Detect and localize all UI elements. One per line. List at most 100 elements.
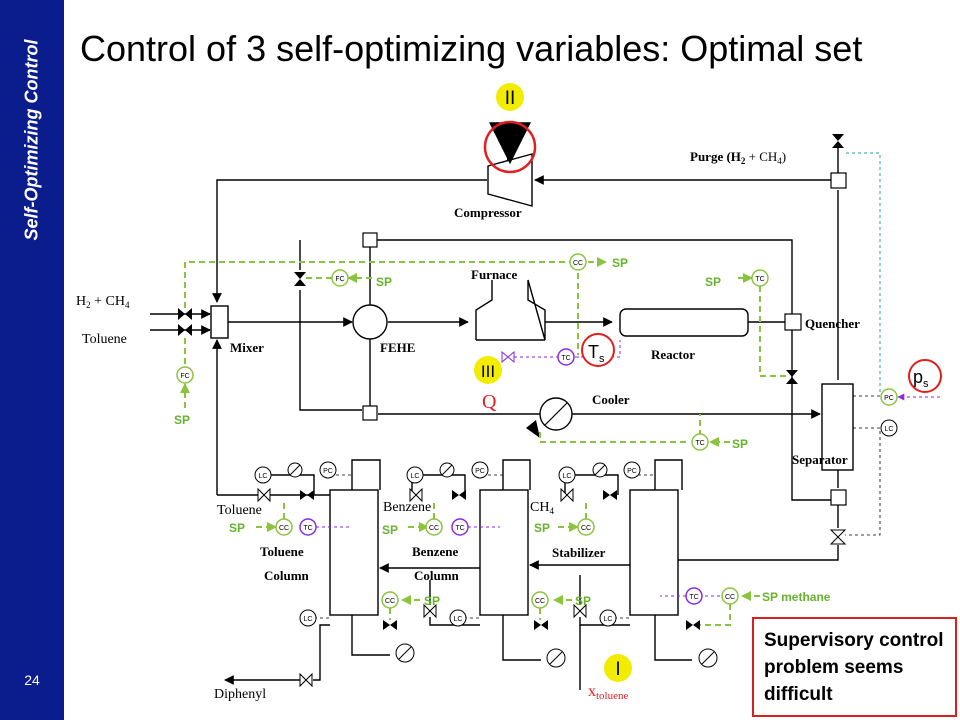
pc-top-toluene: PC: [319, 461, 337, 479]
lc-bottom-benzene: LC: [449, 609, 467, 627]
svg-text:CC: CC: [573, 260, 583, 267]
reactor: [619, 308, 749, 337]
svg-text:Purge (H2 + CH4): Purge (H2 + CH4): [690, 149, 786, 166]
marker-iii: III Q: [474, 356, 502, 413]
tc-controller-quench: TC: [751, 269, 769, 287]
cc-stabilizer: CC: [577, 518, 595, 536]
compressor: [487, 153, 533, 207]
svg-text:TC: TC: [689, 594, 698, 601]
svg-text:CC: CC: [429, 525, 439, 532]
tc-controller-cooler: TC: [691, 433, 709, 451]
marker-ps: ps: [908, 359, 942, 393]
svg-text:TC: TC: [455, 525, 464, 532]
lc-bottom-stabilizer: LC: [599, 609, 617, 627]
tc-toluene: TC: [299, 518, 317, 536]
quencher: [784, 313, 802, 331]
tc-bottom-stabilizer: TC: [685, 587, 703, 605]
fc-controller-bypass: FC: [331, 269, 349, 287]
marker-ts: Ts: [581, 333, 615, 367]
svg-text:FEHE: FEHE: [380, 340, 415, 355]
cc-benzene: CC: [425, 518, 443, 536]
svg-text:TC: TC: [561, 355, 570, 362]
svg-text:Ts: Ts: [588, 342, 605, 365]
svg-text:Stabilizer: Stabilizer: [552, 545, 606, 560]
svg-text:CC: CC: [725, 594, 735, 601]
tc-controller-furnace: TC: [557, 348, 575, 366]
svg-text:TC: TC: [303, 525, 312, 532]
svg-text:LC: LC: [604, 616, 613, 623]
lc-bottom-toluene: LC: [299, 609, 317, 627]
mixer: [210, 305, 229, 339]
cc-toluene: CC: [275, 518, 293, 536]
svg-text:Benzene: Benzene: [383, 500, 431, 515]
valves: [178, 134, 847, 688]
svg-text:Q: Q: [482, 391, 497, 413]
cc-bottom-stabilizer: CC: [721, 587, 739, 605]
svg-text:CC: CC: [535, 598, 545, 605]
equipment: [210, 122, 854, 668]
pc-top-stabilizer: PC: [623, 461, 641, 479]
svg-text:Cooler: Cooler: [592, 392, 630, 407]
svg-text:Quencher: Quencher: [805, 316, 860, 331]
toluene-column: [329, 489, 379, 616]
svg-text:Mixer: Mixer: [230, 340, 264, 355]
cc-bottom-toluene: CC: [381, 591, 399, 609]
svg-text:LC: LC: [304, 616, 313, 623]
controllers: FC FC CC TC TC TC PC LC LC PC CC TC LC C…: [176, 253, 898, 627]
svg-text:LC: LC: [885, 426, 894, 433]
svg-text:Column: Column: [264, 568, 310, 583]
marker-ii: II: [483, 83, 537, 174]
svg-text:I: I: [615, 659, 620, 680]
sidebar-title: Self-Optimizing Control: [21, 39, 42, 241]
tc-benzene: TC: [451, 518, 469, 536]
pc-top-benzene: PC: [471, 461, 489, 479]
svg-text:III: III: [481, 362, 495, 381]
svg-text:H2 + CH4: H2 + CH4: [76, 294, 130, 310]
svg-text:Benzene: Benzene: [412, 544, 458, 559]
svg-text:CH4: CH4: [530, 500, 554, 516]
svg-text:SP: SP: [424, 594, 440, 608]
svg-text:Compressor: Compressor: [454, 205, 522, 220]
svg-text:SP: SP: [575, 594, 591, 608]
svg-text:CC: CC: [385, 598, 395, 605]
svg-text:Column: Column: [414, 568, 460, 583]
svg-text:LC: LC: [259, 473, 268, 480]
svg-text:SP: SP: [382, 523, 398, 537]
svg-text:xtoluene: xtoluene: [588, 683, 628, 702]
fehe-exchanger: [352, 304, 388, 340]
svg-text:Separator: Separator: [792, 452, 848, 467]
svg-text:SP: SP: [612, 256, 628, 270]
svg-text:Furnace: Furnace: [471, 267, 517, 282]
svg-text:PC: PC: [475, 468, 485, 475]
svg-text:Toluene: Toluene: [82, 332, 127, 347]
svg-text:FC: FC: [335, 276, 344, 283]
lc-top-toluene: LC: [254, 466, 272, 484]
svg-text:SP: SP: [534, 521, 550, 535]
svg-text:SP: SP: [376, 275, 392, 289]
svg-text:PC: PC: [884, 395, 894, 402]
cc-controller-top: CC: [569, 253, 587, 271]
note-box: Supervisory control problem seems diffic…: [752, 617, 957, 717]
separator: [821, 383, 854, 471]
svg-text:LC: LC: [563, 473, 572, 480]
furnace: [475, 279, 546, 341]
svg-text:Reactor: Reactor: [651, 347, 695, 362]
svg-text:Toluene: Toluene: [217, 503, 262, 518]
svg-text:SP: SP: [705, 275, 721, 289]
svg-text:LC: LC: [454, 616, 463, 623]
svg-text:TC: TC: [695, 440, 704, 447]
slide-number: 24: [24, 672, 40, 688]
lc-controller-separator: LC: [880, 419, 898, 437]
svg-text:PC: PC: [627, 468, 637, 475]
pc-controller-separator: PC: [880, 388, 898, 406]
sidebar: Self-Optimizing Control 24: [0, 0, 64, 720]
process-flow-diagram: FC FC CC TC TC TC PC LC LC PC CC TC LC C…: [76, 83, 942, 702]
svg-text:CC: CC: [581, 525, 591, 532]
markers: II III Q Ts ps I xtoluene: [474, 83, 942, 702]
svg-text:TC: TC: [755, 276, 764, 283]
svg-text:PC: PC: [323, 468, 333, 475]
fc-controller-feed: FC: [176, 366, 194, 384]
svg-text:Toluene: Toluene: [260, 544, 304, 559]
lc-top-benzene: LC: [406, 466, 424, 484]
svg-text:FC: FC: [180, 373, 189, 380]
